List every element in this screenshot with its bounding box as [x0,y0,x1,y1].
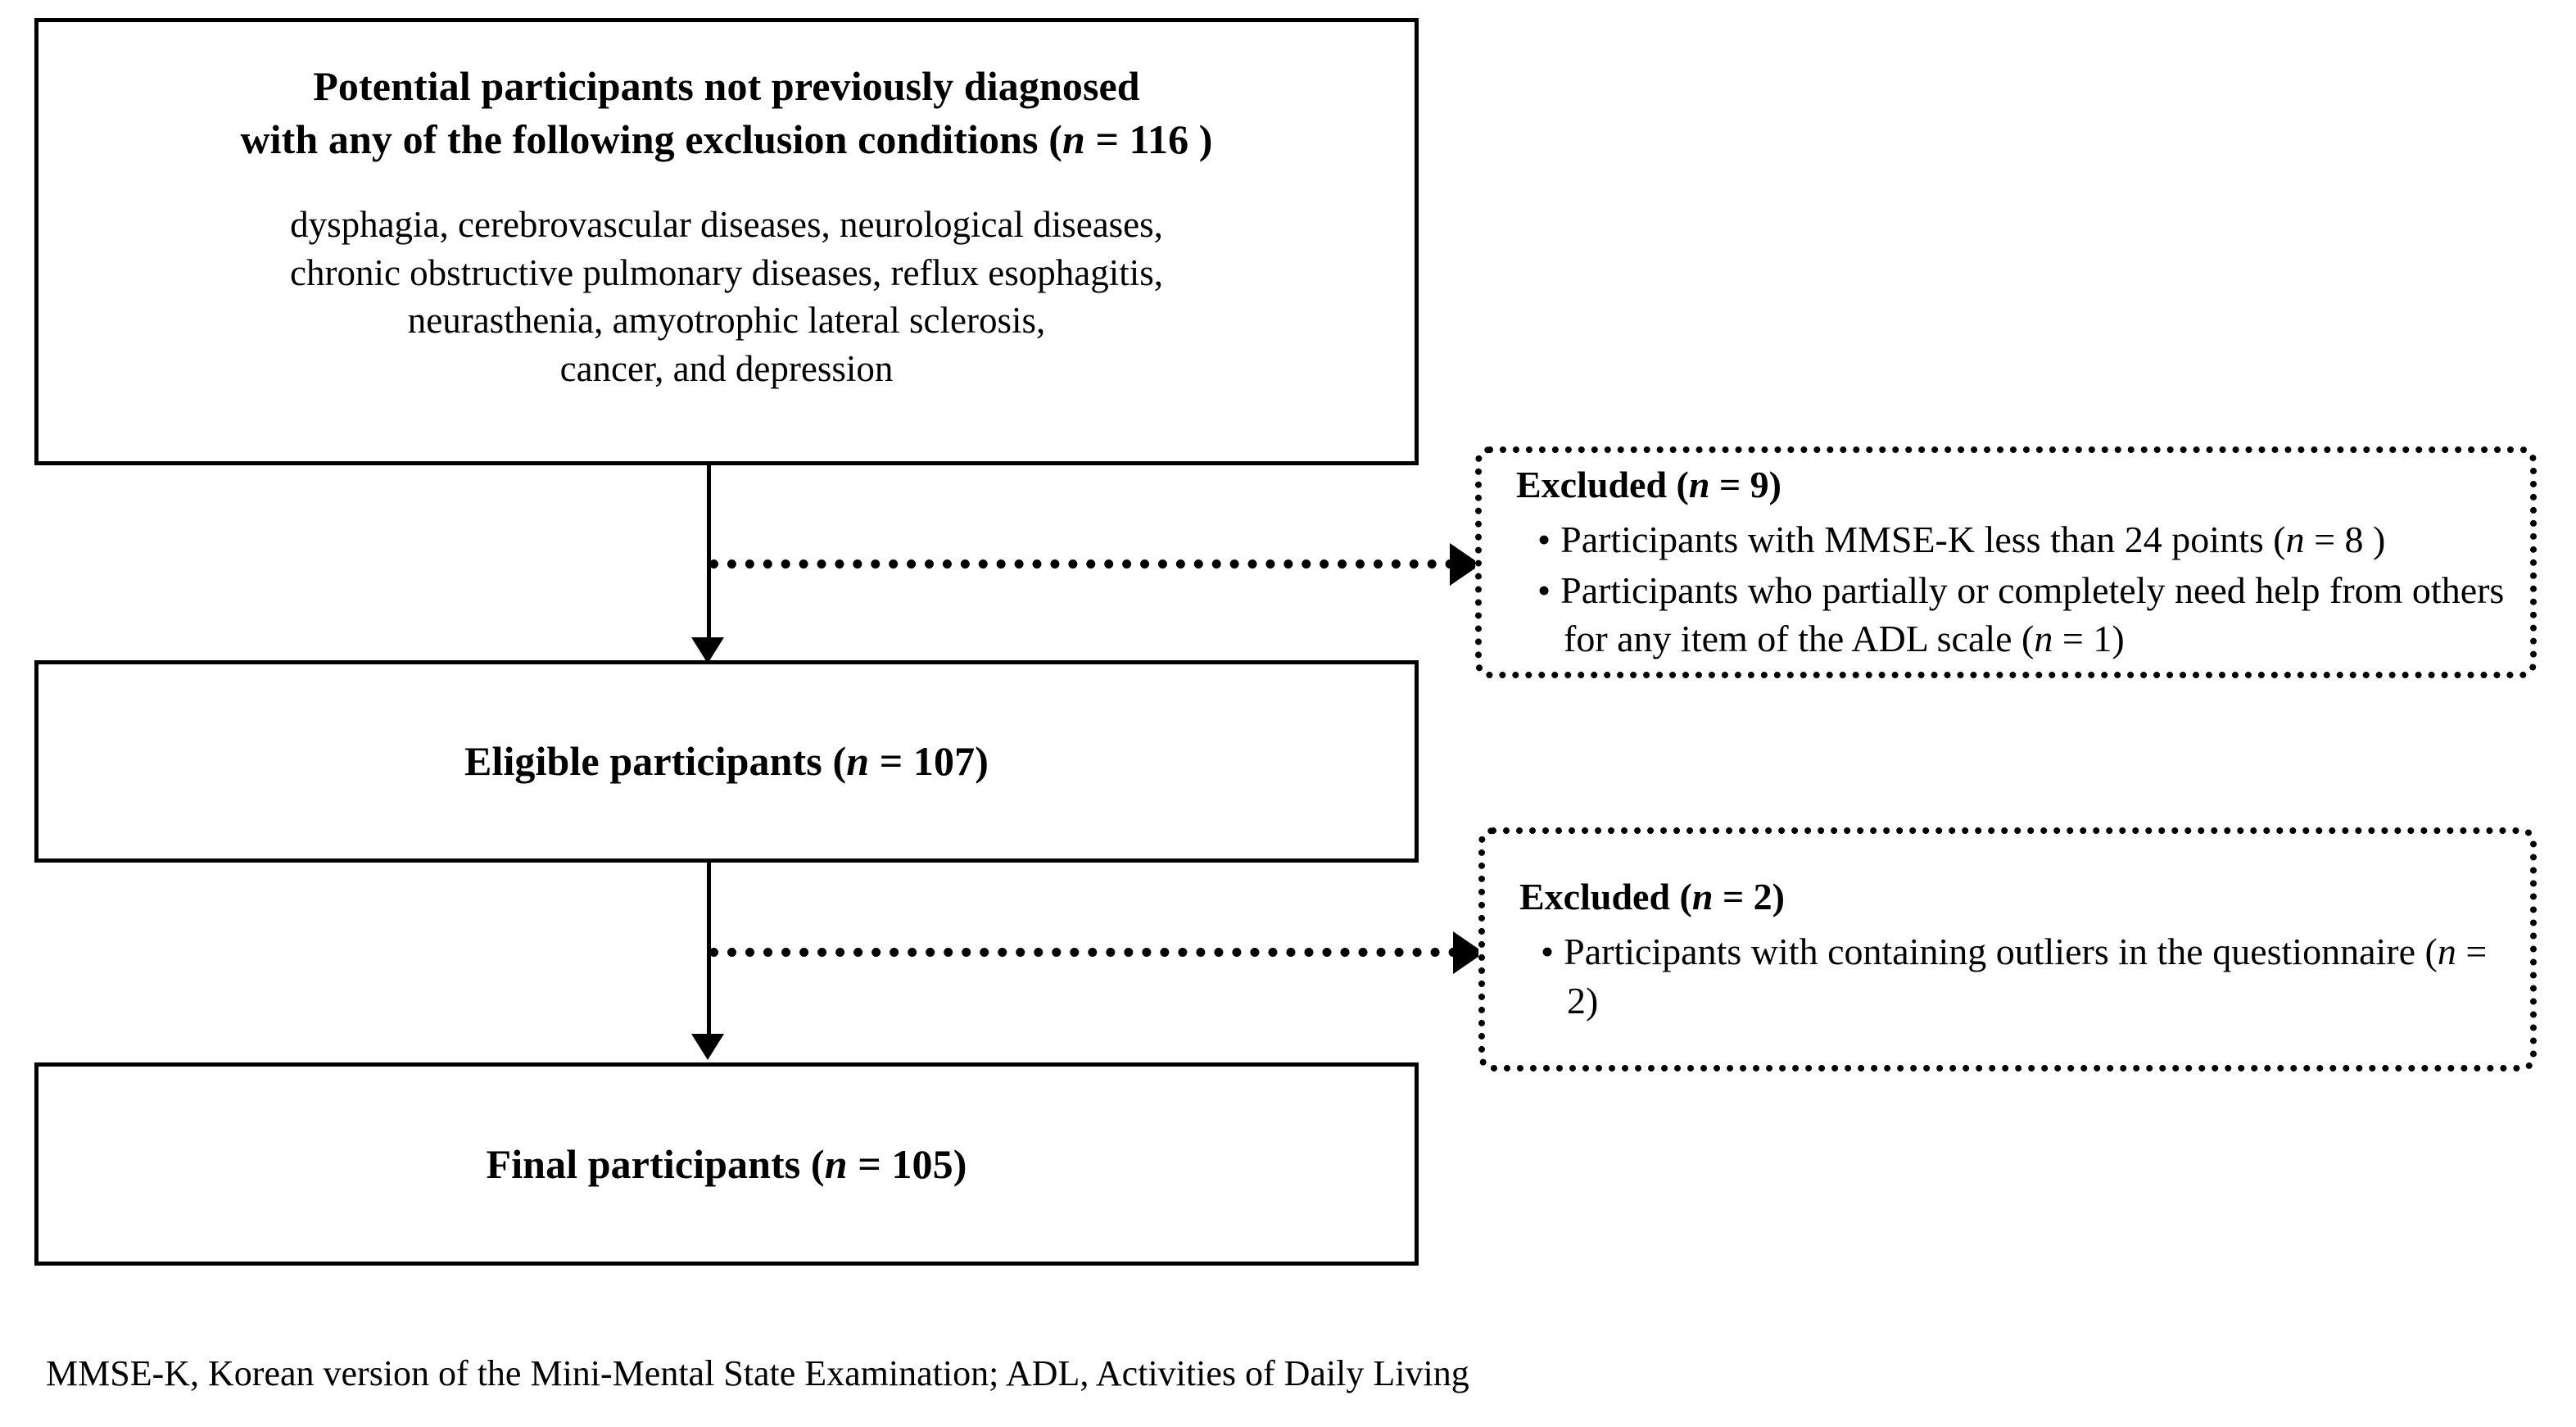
box-excluded-2: Excluded (n = 2) •Participants with cont… [1478,827,2537,1071]
excluded-2-item-0-suffix: = 2) [1567,931,2488,1022]
bullet-icon: • [1537,569,1551,611]
n-symbol: n [2034,618,2053,660]
box-excluded-1: Excluded (n = 9) •Participants with MMSE… [1475,446,2537,678]
box-eligible-label-suffix: = 107) [869,738,989,784]
connector-line-2 [707,863,711,1036]
list-item: •Participants with containing outliers i… [1519,927,2509,1026]
box-potential-participants: Potential participants not previously di… [34,18,1419,465]
box-final-participants: Final participants (n = 105) [34,1062,1419,1266]
title-line2-prefix: with any of the following exclusion cond… [240,116,1062,162]
excluded-1-item-0-suffix: = 8 ) [2304,518,2386,560]
excluded-1-item-1-prefix: Participants who partially or completely… [1560,569,2505,660]
connector-arrowhead-2 [691,1034,724,1060]
excluded-1-heading-suffix: = 9) [1709,463,1781,505]
condition-line-4: cancer, and depression [559,347,894,389]
box-final-label: Final participants (n = 105) [487,1138,967,1191]
bullet-icon: • [1537,518,1551,560]
connector-line-1 [707,465,711,641]
excluded-2-item-0-prefix: Participants with containing outliers in… [1564,931,2438,973]
n-symbol: n [1688,463,1710,505]
excluded-2-heading-suffix: = 2) [1713,876,1785,918]
n-symbol: n [846,738,870,784]
box-potential-title-line2: with any of the following exclusion cond… [240,113,1212,166]
n-symbol: n [1691,876,1714,918]
excluded-1-heading: Excluded (n = 9) [1516,461,2509,509]
condition-line-3: neurasthenia, amyotrophic lateral sclero… [407,300,1046,341]
n-symbol: n [2437,931,2456,973]
box-eligible-label-prefix: Eligible participants ( [464,738,847,784]
excluded-1-list: •Participants with MMSE-K less than 24 p… [1516,514,2509,664]
excluded-1-item-1-suffix: = 1) [2053,618,2125,660]
condition-line-2: chronic obstructive pulmonary diseases, … [290,251,1163,293]
excluded-2-list: •Participants with containing outliers i… [1519,926,2509,1026]
box-potential-conditions-list: dysphagia, cerebrovascular diseases, neu… [290,201,1163,392]
box-potential-title-line1: Potential participants not previously di… [313,63,1140,109]
title-line2-suffix: = 116 ) [1084,116,1213,162]
n-symbol: n [824,1140,848,1187]
excluded-2-heading-prefix: Excluded ( [1519,876,1692,918]
excluded-1-heading-prefix: Excluded ( [1516,463,1689,505]
box-eligible-participants: Eligible participants (n = 107) [34,660,1419,863]
box-eligible-label: Eligible participants (n = 107) [464,735,989,788]
n-symbol: n [2285,518,2305,560]
condition-line-1: dysphagia, cerebrovascular diseases, neu… [290,204,1163,245]
connector-arrowhead-1 [691,637,724,664]
excluded-2-heading: Excluded (n = 2) [1519,873,2509,921]
box-potential-title: Potential participants not previously di… [240,60,1212,166]
footnote-abbreviations: MMSE-K, Korean version of the Mini-Menta… [46,1353,1469,1393]
list-item: •Participants with MMSE-K less than 24 p… [1516,515,2509,564]
list-item: •Participants who partially or completel… [1516,566,2509,664]
n-symbol: n [1062,116,1085,162]
box-final-label-prefix: Final participants ( [486,1140,825,1187]
branch-dotted-line-2 [709,948,1458,957]
box-final-label-suffix: = 105) [847,1140,967,1187]
branch-dotted-line-1 [709,559,1455,569]
bullet-icon: • [1541,931,1555,973]
excluded-1-item-0-prefix: Participants with MMSE-K less than 24 po… [1560,518,2286,560]
